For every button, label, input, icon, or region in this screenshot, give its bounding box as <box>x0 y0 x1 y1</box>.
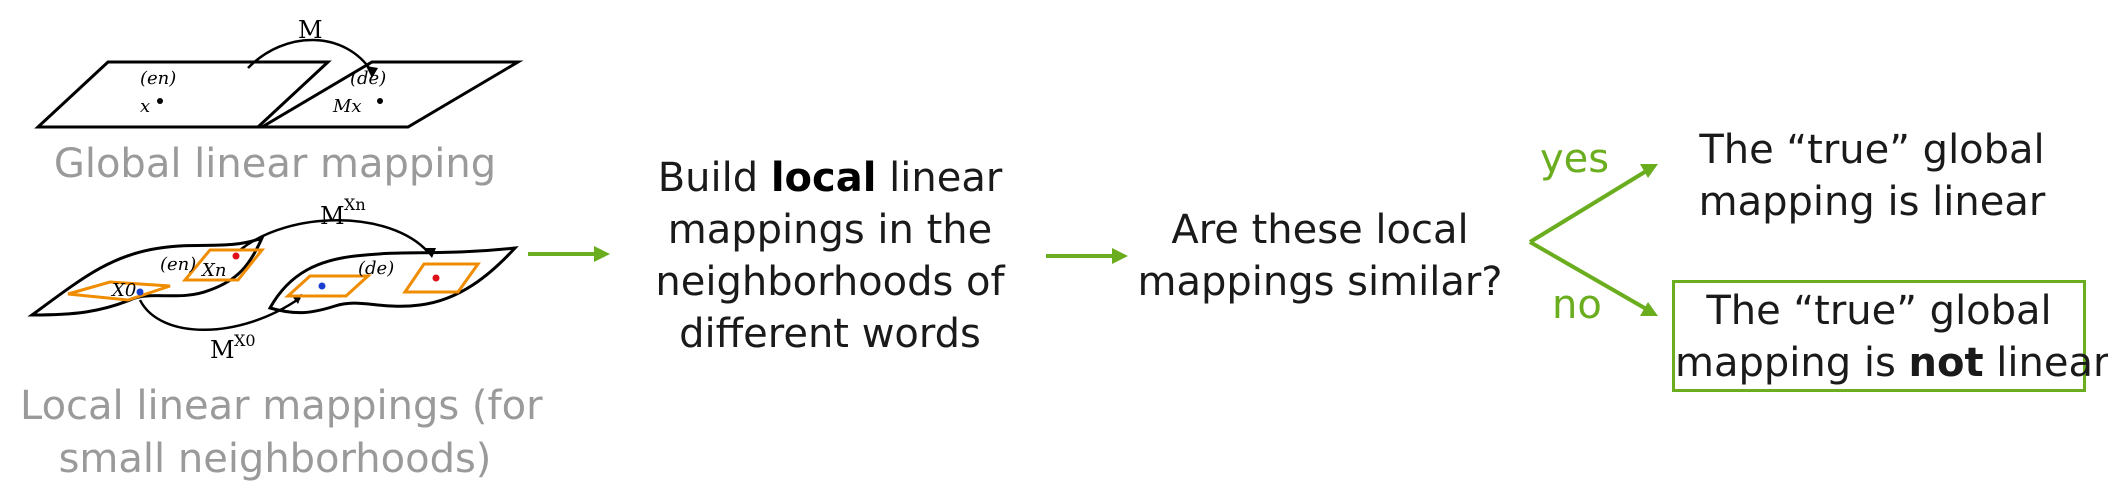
mapping-arc <box>247 38 374 73</box>
upper-arrow-head <box>424 248 436 258</box>
x0-point <box>136 288 144 296</box>
branch-yes-line <box>1528 168 1650 244</box>
mx-point <box>377 98 383 104</box>
outcome-linear-line-1: The “true” global <box>1699 127 2045 173</box>
global-mapping-caption: Global linear mapping <box>53 141 497 187</box>
de-surface-label: (de) <box>358 258 394 279</box>
branch-no-line <box>1529 240 1649 312</box>
xn-point <box>232 252 240 260</box>
local-caption-line-2: small neighborhoods) <box>58 436 492 482</box>
right-patch-2 <box>402 262 481 294</box>
left-patch-2 <box>181 248 266 282</box>
de-plane <box>256 60 524 129</box>
branch-yes-head <box>1640 164 1658 178</box>
upper-map-label: M <box>320 202 345 230</box>
de-lang-label: (de) <box>350 68 386 89</box>
en-lang-label: (en) <box>140 68 176 89</box>
en-plane <box>34 60 332 129</box>
emphasis-local: local <box>770 155 877 201</box>
mx0-point <box>318 282 326 290</box>
branch-no-head <box>1640 302 1658 316</box>
build-line-2: mappings in the <box>667 207 993 253</box>
arrow-to-question-head <box>1112 248 1128 264</box>
build-line-4: different words <box>679 311 981 357</box>
question-step-text: Are these local mappings similar? <box>1130 204 1510 308</box>
outcome-not-linear-box: The “true” global mapping is not linear <box>1672 280 2108 392</box>
local-caption-line-1: Local linear mappings (for <box>20 383 543 429</box>
xn-label: Xn <box>200 260 226 281</box>
outcome-not-linear-line-1: The “true” global <box>1706 288 2052 334</box>
build-step-text: Build local linear mappings in the neigh… <box>630 152 1030 360</box>
x-point <box>157 98 163 104</box>
x-point-label: x <box>140 96 150 117</box>
map-label: M <box>298 16 323 44</box>
local-mappings-illustration: (en) (de) X0 Xn M Xn M X0 <box>27 195 519 364</box>
upper-map-superscript: Xn <box>344 195 366 214</box>
outcome-linear: The “true” global mapping is linear <box>1672 124 2072 228</box>
left-patch-1 <box>67 280 171 302</box>
local-mappings-caption: Local linear mappings (for small neighbo… <box>20 380 543 486</box>
arrow-to-build-head <box>594 246 610 262</box>
outcome-not-linear-line-2: mapping is not linear <box>1675 340 2108 386</box>
build-line-1: Build local linear <box>657 155 1003 201</box>
mxn-point <box>432 274 440 282</box>
lower-map-label: M <box>210 336 235 364</box>
lower-mapping-arc <box>138 296 301 331</box>
outcome-linear-line-2: mapping is linear <box>1698 179 2046 225</box>
emphasis-not: not <box>1908 340 1984 386</box>
x0-label: X0 <box>110 280 136 301</box>
question-line-2: mappings similar? <box>1137 259 1503 305</box>
branch-yes-label: yes <box>1540 136 1610 182</box>
right-patch-1 <box>284 274 372 298</box>
arrow-head <box>366 66 378 78</box>
en-surface-label: (en) <box>160 254 196 275</box>
branch-no-label: no <box>1552 282 1602 328</box>
lower-map-superscript: X0 <box>234 331 256 350</box>
question-line-1: Are these local <box>1171 207 1469 253</box>
upper-mapping-arc <box>239 219 429 253</box>
build-line-3: neighborhoods of <box>655 259 1005 305</box>
global-mapping-illustration: M (en) (de) x Mx <box>34 16 524 129</box>
mx-point-label: Mx <box>332 96 362 117</box>
